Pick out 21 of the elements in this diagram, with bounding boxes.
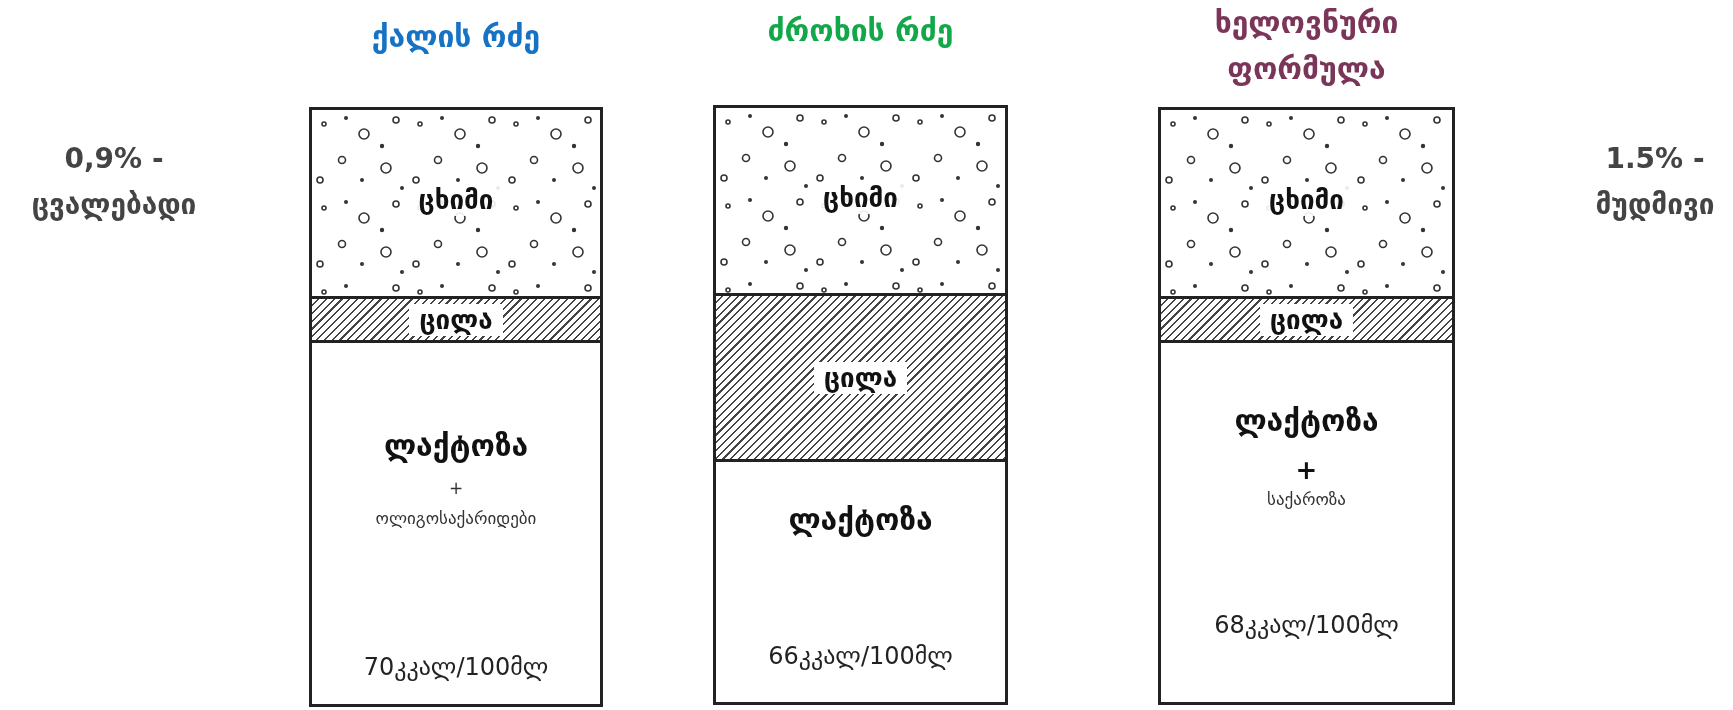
energy-value: 70კკალ/100მლ (363, 653, 549, 681)
layer-label: ცილა (813, 361, 908, 394)
layer-label: ცილა (409, 303, 503, 336)
protein-layer (716, 293, 1005, 462)
energy-value: 68კკალ/100მლ (1214, 611, 1399, 639)
plus-sign: + (448, 478, 464, 498)
protein-layer (1161, 296, 1452, 343)
percentage-note: 1.5% - მუდმივი (1594, 141, 1716, 223)
column-heading: ქალის რძე (371, 19, 541, 54)
nutrient-name: ლაქტოზა (1234, 403, 1379, 438)
energy-value: 66კკალ/100მლ (768, 642, 953, 670)
plus-sign: + (1295, 455, 1318, 485)
nutrient-name: ლაქტოზა (383, 428, 529, 463)
column-heading: ძროხის რძე (767, 13, 954, 48)
nutrient-name: ლაქტოზა (788, 502, 933, 537)
layer-label: ცილა (1259, 303, 1354, 336)
nutrient-name: ოლიგოსაქარიდები (375, 508, 537, 528)
percentage-note: 0,9% - ცვალებადი (30, 141, 198, 223)
nutrient-name: საქაროზა (1267, 489, 1346, 509)
protein-layer (312, 296, 600, 343)
column-heading: ხელოვნური ფორმულა (1214, 5, 1399, 86)
